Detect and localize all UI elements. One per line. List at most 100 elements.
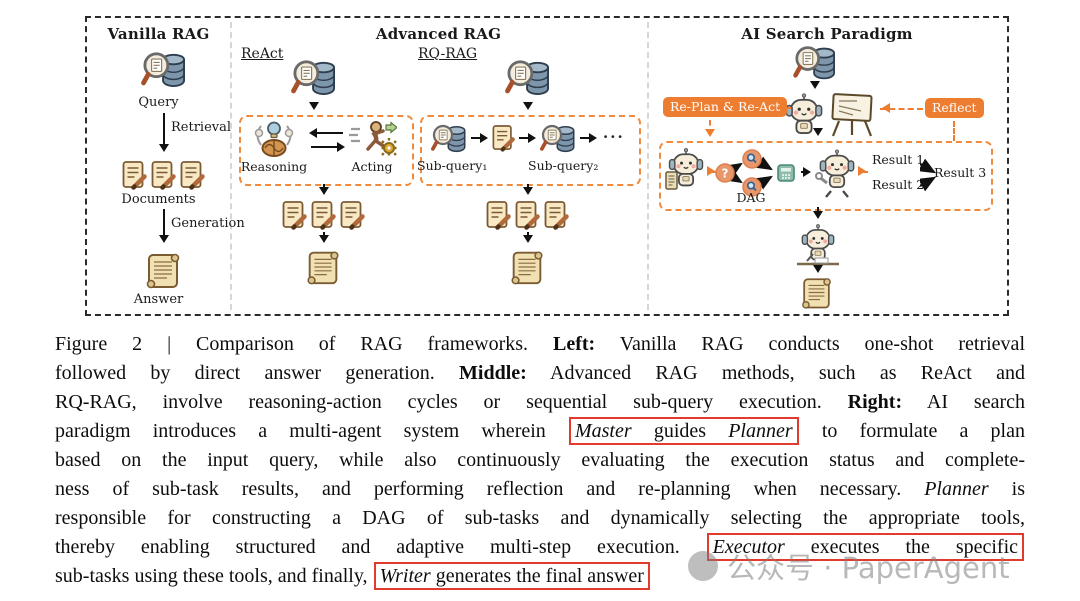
caption-text: RQ-RAG, involve reasoning-action cycles … xyxy=(55,391,848,413)
panel-title-advanced-rag: Advanced RAG xyxy=(375,25,502,43)
caption-bold: Left: xyxy=(552,333,596,355)
dashed-arrow-replan-down xyxy=(705,120,715,137)
documents-icon xyxy=(282,200,366,230)
caption-text: guides xyxy=(631,420,729,442)
master-robot-icon xyxy=(785,92,873,138)
figure-diagram: Vanilla RAG Query Retrieval Documents Ge… xyxy=(85,16,1009,316)
dashed-arrow-reflect-to-master xyxy=(880,103,923,113)
figure-caption: Figure 2 | Comparison of RAG frameworks.… xyxy=(55,330,1025,591)
arrow-down xyxy=(523,232,533,243)
arrow-dag-to-executor xyxy=(801,167,811,177)
subquery1-label: Sub-query₁ xyxy=(417,158,488,173)
reflect-tag: Reflect xyxy=(925,98,984,118)
caption-italic: Master xyxy=(574,420,632,442)
dag-execution-box xyxy=(659,141,993,211)
arrow-generation xyxy=(159,209,169,243)
result2-label: Result 2 xyxy=(872,177,925,192)
caption-text: Figure 2 | Comparison of RAG frameworks. xyxy=(55,333,553,355)
scroll-answer-icon xyxy=(303,247,343,287)
dashed-arrow-executor-to-results xyxy=(858,166,868,176)
caption-line: followed by direct answer generation. Mi… xyxy=(55,359,1025,388)
subquery2-icon xyxy=(540,123,576,156)
arrow-writer-to-answer xyxy=(813,265,823,273)
caption-line: thereby enabling structured and adaptive… xyxy=(55,533,1025,562)
caption-bold: Right: xyxy=(847,391,903,413)
result1-label: Result 1 xyxy=(872,152,925,167)
arrow-down xyxy=(319,232,329,243)
answer-label: Answer xyxy=(133,292,184,307)
executor-robot-icon xyxy=(815,149,855,198)
query-label: Query xyxy=(138,95,179,110)
results-merge-arrows xyxy=(920,158,937,192)
arrow-down xyxy=(309,102,319,110)
arrow-right xyxy=(471,133,488,143)
query-icon xyxy=(141,50,187,92)
dashed-arrow-planner-to-dag xyxy=(707,166,717,176)
caption-text: paradigm introduces a multi-agent system… xyxy=(55,420,568,442)
caption-text: thereby enabling structured and adaptive… xyxy=(55,536,706,558)
acting-label: Acting xyxy=(351,159,393,174)
react-loop-box xyxy=(239,115,414,186)
annotation-box-writer: Writer generates the final answer xyxy=(373,562,650,590)
subquery1-icon xyxy=(431,123,467,156)
caption-italic: Writer xyxy=(379,565,431,587)
scroll-answer-icon xyxy=(142,249,184,291)
arrow-down xyxy=(523,184,533,195)
rqrag-title: RQ-RAG xyxy=(418,46,478,62)
caption-text: Advanced RAG methods, such as ReAct and xyxy=(526,362,1026,384)
dag-graph-icon: ? xyxy=(715,149,795,197)
arrow-right xyxy=(580,133,597,143)
caption-italic: Planner xyxy=(924,478,989,500)
documents-icon xyxy=(122,160,206,190)
arrow-down xyxy=(523,102,533,110)
panel-title-vanilla-rag: Vanilla RAG xyxy=(107,25,210,43)
dashed-line-reflect-down xyxy=(953,121,955,141)
replan-react-tag: Re-Plan & Re-Act xyxy=(663,97,788,117)
documents-icon xyxy=(486,200,570,230)
writer-robot-icon xyxy=(797,224,839,266)
dag-label: DAG xyxy=(736,190,766,205)
dag-question-node: ? xyxy=(722,167,729,181)
subquery2-label: Sub-query₂ xyxy=(528,158,599,173)
arrow-master-to-dag xyxy=(813,128,823,136)
react-title: ReAct xyxy=(241,46,284,62)
scroll-answer-icon xyxy=(507,247,547,287)
result3-label: Result 3 xyxy=(934,165,987,180)
query-icon xyxy=(793,44,837,84)
caption-text: Vanilla RAG conducts one-shot retrieval xyxy=(595,333,1025,355)
arrow-acting-to-reasoning xyxy=(309,128,343,138)
ellipsis-more-subqueries: ··· xyxy=(603,128,625,146)
reasoning-label: Reasoning xyxy=(240,159,308,174)
caption-text: based on the input query, while also con… xyxy=(55,449,1025,471)
arrow-down xyxy=(810,81,820,89)
retrieval-label: Retrieval xyxy=(171,120,232,135)
caption-text: sub-tasks using these tools, and finally… xyxy=(55,565,373,587)
annotation-box-executor: Executor executes the specific xyxy=(706,533,1024,561)
document-icon xyxy=(492,124,516,152)
caption-text: executes the specific xyxy=(784,536,1018,558)
arrow-dag-to-writer xyxy=(813,207,823,219)
annotation-box-master-planner: Master guides Planner xyxy=(568,417,799,445)
caption-line: Figure 2 | Comparison of RAG frameworks.… xyxy=(55,330,1025,359)
reasoning-icon xyxy=(252,121,296,157)
caption-line: sub-tasks using these tools, and finally… xyxy=(55,562,1025,591)
dashed-arrow-to-replan xyxy=(777,102,791,112)
caption-line: responsible for constructing a DAG of su… xyxy=(55,504,1025,533)
documents-label: Documents xyxy=(121,192,196,207)
query-icon xyxy=(291,58,337,100)
query-icon xyxy=(505,58,551,100)
rqrag-subquery-box xyxy=(420,115,641,186)
scroll-answer-icon xyxy=(798,274,835,311)
caption-bold: Middle: xyxy=(459,362,527,384)
generation-label: Generation xyxy=(171,216,245,231)
planner-robot-icon xyxy=(665,148,704,190)
panel-divider-2 xyxy=(647,22,649,310)
arrow-down xyxy=(319,184,329,195)
arrow-right xyxy=(519,133,536,143)
caption-line: RQ-RAG, involve reasoning-action cycles … xyxy=(55,388,1025,417)
caption-line: based on the input query, while also con… xyxy=(55,446,1025,475)
caption-text: generates the final answer xyxy=(430,565,644,587)
arrow-reasoning-to-acting xyxy=(311,142,345,152)
caption-text: is xyxy=(988,478,1025,500)
